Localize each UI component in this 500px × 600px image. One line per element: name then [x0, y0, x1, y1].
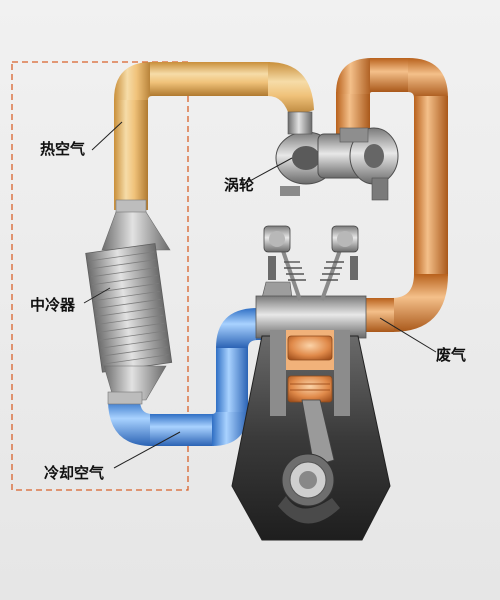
intercooler-unit — [85, 211, 173, 405]
label-turbo: 涡轮 — [224, 176, 255, 194]
crankshaft — [278, 453, 340, 524]
turbocharger — [275, 111, 399, 201]
hot-air-pipe — [114, 62, 314, 215]
label-cooled-air: 冷却空气 — [44, 464, 105, 482]
leader-lines — [83, 121, 437, 469]
label-intercooler: 中冷器 — [30, 296, 76, 314]
engine-block — [231, 281, 391, 541]
intake-valve — [263, 225, 306, 301]
label-hot-air: 热空气 — [40, 140, 86, 158]
exhaust-valve — [320, 225, 359, 301]
exhaust-pipe — [336, 58, 448, 332]
dashed-frame — [11, 61, 189, 491]
label-exhaust: 废气 — [436, 346, 467, 364]
piston — [287, 335, 333, 403]
